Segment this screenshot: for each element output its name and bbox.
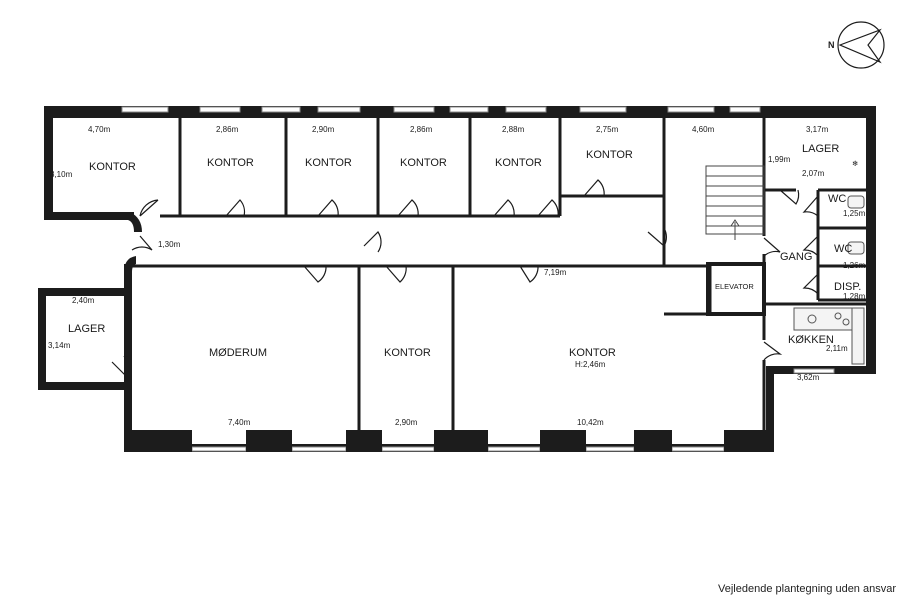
kontor-3-label: KONTOR (305, 157, 352, 169)
compass-ring (837, 21, 885, 69)
room-labels: 4,70m KONTOR 3,10m 2,86m KONTOR 2,90m KO… (48, 125, 866, 427)
elevator-shaft (706, 262, 766, 316)
lager-top-depth: 1,99m (768, 155, 791, 164)
kontor-2-label: KONTOR (207, 157, 254, 169)
compass-north-label: N (828, 40, 835, 50)
kontor-1-width: 4,70m (88, 125, 111, 134)
fixtures: ❄ (793, 159, 865, 365)
kitchen-counter (793, 307, 853, 331)
kontor-big-width: 10,42m (577, 418, 604, 427)
kontor-mid-width: 2,90m (395, 418, 418, 427)
koekken-dim: 2,11m (826, 344, 848, 353)
kontor-6-width: 2,75m (596, 125, 619, 134)
toilet-icon (847, 241, 865, 255)
top-windows (121, 106, 761, 113)
corridor-length: 7,19m (544, 268, 567, 277)
koekken-width: 3,62m (797, 373, 820, 382)
staircase (705, 165, 765, 240)
kontor-5-width: 2,88m (502, 125, 525, 134)
exterior-walls (38, 106, 876, 452)
kitchen-side-counter (851, 307, 865, 365)
elevator-label: ELEVATOR (715, 282, 754, 291)
kontor-2-width: 2,86m (216, 125, 239, 134)
lager-top-label: LAGER (802, 143, 839, 155)
lager-top-inner: 2,07m (802, 169, 825, 178)
moederum-label: MØDERUM (209, 347, 267, 359)
doors (111, 179, 819, 375)
kontor-1-label: KONTOR (89, 161, 136, 173)
kontor-big-height: H:2,46m (575, 360, 606, 369)
kontor-big-label: KONTOR (569, 347, 616, 359)
gang-label: GANG (780, 251, 812, 263)
lager-left-label: LAGER (68, 323, 105, 335)
moederum-width: 7,40m (228, 418, 251, 427)
lager-left-width: 2,40m (72, 296, 95, 305)
toilet-icon (847, 195, 865, 209)
kontor-4-width: 2,86m (410, 125, 433, 134)
disp-dim: 1,28m (843, 292, 866, 301)
hob-icon (842, 318, 850, 326)
wc-1-label: WC (828, 193, 846, 205)
disclaimer-text: Vejledende plantegning uden ansvar (718, 583, 896, 595)
disp-label: DISP. (834, 281, 861, 293)
kontor-4-label: KONTOR (400, 157, 447, 169)
sink-icon (807, 314, 817, 324)
lager-top-width: 3,17m (806, 125, 829, 134)
wc-2-dim: 1,26m (843, 261, 866, 270)
kontor-6-label: KONTOR (586, 149, 633, 161)
kontor-5-label: KONTOR (495, 157, 542, 169)
stair-hall-width: 4,60m (692, 125, 715, 134)
snowflake-icon: ❄ (852, 159, 858, 168)
lager-left-depth: 3,14m (48, 341, 71, 350)
compass-arrow-icon (838, 28, 882, 64)
bottom-piers (124, 430, 774, 452)
wc-2-label: WC (834, 243, 852, 255)
compass: N (828, 21, 885, 69)
koekken-label: KØKKEN (788, 334, 834, 346)
kontor-3-width: 2,90m (312, 125, 335, 134)
kontor-1-depth: 3,10m (50, 170, 73, 179)
corridor-width: 1,30m (158, 240, 181, 249)
hob-icon (834, 312, 842, 320)
wc-1-dim: 1,25m (843, 209, 866, 218)
kontor-mid-label: KONTOR (384, 347, 431, 359)
